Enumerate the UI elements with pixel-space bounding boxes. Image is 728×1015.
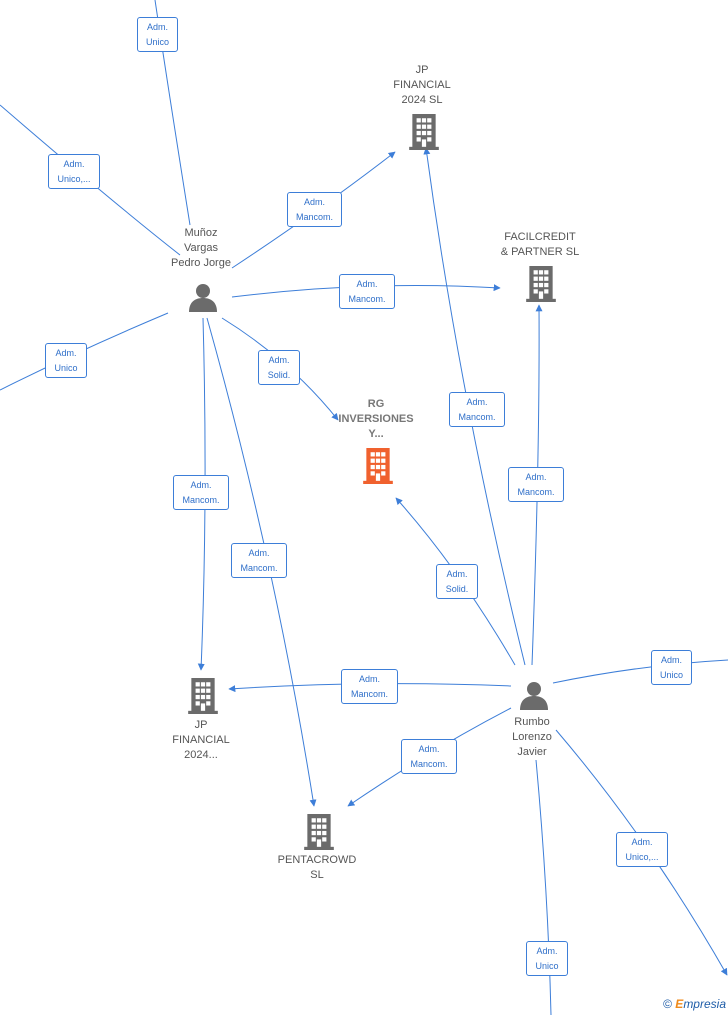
role-badge[interactable]: Adm. Unico: [651, 650, 692, 685]
role-badge[interactable]: Adm. Unico: [137, 17, 178, 52]
company-label-rg-inversiones[interactable]: RG INVERSIONES Y...: [338, 398, 414, 440]
building-icon[interactable]: [304, 814, 334, 850]
role-badge[interactable]: Adm. Mancom.: [449, 392, 505, 427]
company-label-jp-financial-top[interactable]: JP FINANCIAL 2024 SL: [393, 64, 451, 106]
role-badge[interactable]: Adm. Unico: [526, 941, 568, 976]
company-label-facilcredit[interactable]: FACILCREDIT & PARTNER SL: [500, 231, 580, 258]
brand-logo-initial: E: [675, 997, 684, 1011]
role-badge[interactable]: Adm. Mancom.: [287, 192, 342, 227]
role-badge[interactable]: Adm. Solid.: [258, 350, 300, 385]
role-badge[interactable]: Adm. Solid.: [436, 564, 478, 599]
person-icon[interactable]: [189, 284, 217, 312]
role-badge[interactable]: Adm. Mancom.: [508, 467, 564, 502]
role-badge[interactable]: Adm. Mancom.: [231, 543, 287, 578]
role-badge[interactable]: Adm. Unico: [45, 343, 87, 378]
building-icon[interactable]: [363, 448, 393, 484]
edge-line: [0, 104, 181, 256]
edge-line: [552, 659, 728, 684]
role-badge[interactable]: Adm. Mancom.: [401, 739, 457, 774]
person-icon[interactable]: [520, 682, 548, 710]
brand-footer: © Empresia: [663, 997, 726, 1011]
edge-line: [535, 759, 552, 1015]
building-icon[interactable]: [526, 266, 556, 302]
company-label-pentacrowd[interactable]: PENTACROWD SL: [277, 854, 357, 881]
role-badge[interactable]: Adm. Mancom.: [339, 274, 395, 309]
building-icon[interactable]: [188, 678, 218, 714]
building-icon[interactable]: [409, 114, 439, 150]
brand-logo-text: mpresia: [683, 997, 726, 1011]
role-badge[interactable]: Adm. Mancom.: [173, 475, 229, 510]
person-label-rumbo[interactable]: Rumbo Lorenzo Javier: [512, 716, 552, 758]
person-label-munoz[interactable]: Muñoz Vargas Pedro Jorge: [171, 227, 231, 269]
role-badge[interactable]: Adm. Mancom.: [341, 669, 398, 704]
company-label-jp-financial-bottom[interactable]: JP FINANCIAL 2024...: [172, 719, 230, 761]
role-badge[interactable]: Adm. Unico,...: [616, 832, 668, 867]
role-badge[interactable]: Adm. Unico,...: [48, 154, 100, 189]
copyright-symbol: ©: [663, 997, 672, 1011]
